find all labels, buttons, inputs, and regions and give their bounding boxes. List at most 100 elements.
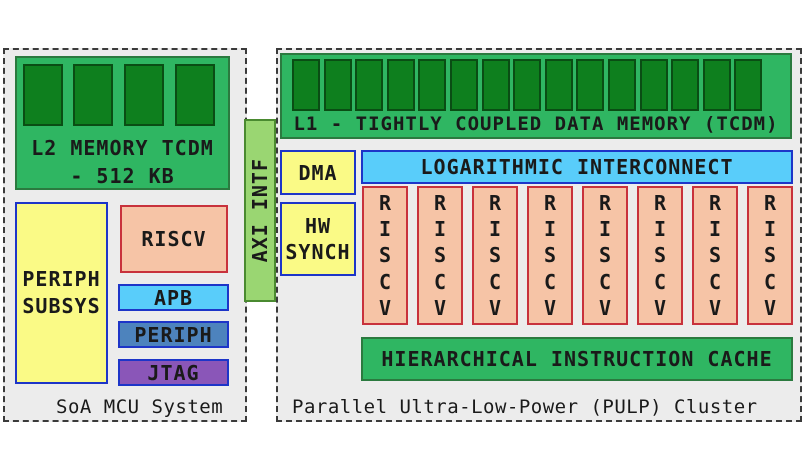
riscv-core-letter: I xyxy=(763,217,777,242)
l1-bank xyxy=(323,59,352,111)
periph-subsys-block: PERIPH SUBSYS xyxy=(15,202,108,384)
riscv-core-letter: S xyxy=(543,243,557,268)
l1-bank xyxy=(481,59,510,111)
l2-memory-label: L2 MEMORY TCDM - 512 KB xyxy=(17,134,228,190)
riscv-core-letter: V xyxy=(433,295,447,320)
l2-bank xyxy=(73,64,113,126)
periph-subsys-line1: PERIPH xyxy=(22,267,101,291)
l1-bank xyxy=(513,59,542,111)
riscv-core-letter: I xyxy=(653,217,667,242)
riscv-core-letter: R xyxy=(763,191,777,216)
riscv-core-letter: R xyxy=(543,191,557,216)
periph-subsys-line2: SUBSYS xyxy=(22,294,101,318)
mcu-caption: SoA MCU System xyxy=(56,396,223,418)
logarithmic-interconnect-block: LOGARITHMIC INTERCONNECT xyxy=(361,150,793,184)
l2-bank xyxy=(23,64,63,126)
mcu-riscv-label: RISCV xyxy=(141,227,207,251)
hw-synch-block: HW SYNCH xyxy=(280,202,356,276)
l1-memory-text: L1 - TIGHTLY COUPLED DATA MEMORY (TCDM) xyxy=(293,113,779,135)
riscv-core-letter: C xyxy=(708,269,722,294)
l1-bank xyxy=(576,59,605,111)
riscv-core-letter: I xyxy=(433,217,447,242)
riscv-core-letter: I xyxy=(708,217,722,242)
instruction-cache-label: HIERARCHICAL INSTRUCTION CACHE xyxy=(381,347,773,371)
riscv-core-letter: S xyxy=(653,243,667,268)
mcu-riscv-block: RISCV xyxy=(120,205,228,273)
riscv-core-letter: R xyxy=(488,191,502,216)
riscv-core-letter: S xyxy=(598,243,612,268)
hw-synch-line2: SYNCH xyxy=(285,240,351,264)
riscv-core-letter: C xyxy=(378,269,392,294)
l1-bank xyxy=(639,59,668,111)
l2-memory-line1: L2 MEMORY TCDM xyxy=(31,136,214,160)
riscv-core-letter: S xyxy=(378,243,392,268)
pulp-caption-text: Parallel Ultra-Low-Power (PULP) Cluster xyxy=(292,396,758,418)
apb-label: APB xyxy=(153,285,194,310)
l1-bank xyxy=(702,59,731,111)
instruction-cache-block: HIERARCHICAL INSTRUCTION CACHE xyxy=(361,337,793,381)
l1-bank xyxy=(418,59,447,111)
riscv-core-letter: R xyxy=(598,191,612,216)
l1-bank xyxy=(734,59,763,111)
riscv-core-letter: V xyxy=(488,295,502,320)
riscv-core-letter: C xyxy=(433,269,447,294)
l1-bank xyxy=(450,59,478,111)
riscv-core-letter: C xyxy=(598,269,612,294)
riscv-core-letter: V xyxy=(598,295,612,320)
riscv-core-letter: I xyxy=(378,217,392,242)
riscv-core-letter: I xyxy=(488,217,502,242)
riscv-core-letter: R xyxy=(653,191,667,216)
riscv-core-letter: C xyxy=(543,269,557,294)
riscv-core-letter: I xyxy=(543,217,557,242)
apb-block: APB xyxy=(118,284,229,311)
riscv-core-letter: V xyxy=(378,295,392,320)
riscv-core-letter: C xyxy=(763,269,777,294)
riscv-core-letter: I xyxy=(598,217,612,242)
riscv-core-letter: R xyxy=(433,191,447,216)
mcu-caption-text: SoA MCU System xyxy=(56,396,224,418)
riscv-core-letter: R xyxy=(378,191,392,216)
axi-intf-block: AXI INTF xyxy=(244,119,276,302)
riscv-core-letter: V xyxy=(763,295,777,320)
l1-memory-label: L1 - TIGHTLY COUPLED DATA MEMORY (TCDM) xyxy=(282,113,790,135)
hw-synch-line1: HW xyxy=(304,214,332,238)
l1-bank xyxy=(671,59,700,111)
pulp-caption: Parallel Ultra-Low-Power (PULP) Cluster xyxy=(292,396,758,418)
axi-intf-label: AXI INTF xyxy=(248,158,272,263)
l1-bank xyxy=(386,59,415,111)
l1-memory-block: L1 - TIGHTLY COUPLED DATA MEMORY (TCDM) xyxy=(280,53,792,139)
periph-label: PERIPH xyxy=(134,322,213,347)
riscv-core-letter: S xyxy=(708,243,722,268)
jtag-label: JTAG xyxy=(147,360,200,385)
riscv-core-letter: V xyxy=(543,295,557,320)
logarithmic-interconnect-label: LOGARITHMIC INTERCONNECT xyxy=(420,155,734,179)
riscv-core-letter: R xyxy=(708,191,722,216)
l1-bank xyxy=(292,59,320,111)
l2-bank xyxy=(124,64,164,126)
riscv-core-letter: V xyxy=(708,295,722,320)
riscv-core-letter: C xyxy=(653,269,667,294)
l1-bank xyxy=(608,59,636,111)
periph-block: PERIPH xyxy=(118,321,229,348)
riscv-core-letter: V xyxy=(653,295,667,320)
dma-label: DMA xyxy=(298,160,338,185)
dma-block: DMA xyxy=(280,150,356,195)
l2-memory-block: L2 MEMORY TCDM - 512 KB xyxy=(15,56,230,190)
riscv-core-letter: S xyxy=(488,243,502,268)
l1-bank xyxy=(544,59,573,111)
riscv-core-letter: C xyxy=(488,269,502,294)
riscv-core-letter: S xyxy=(763,243,777,268)
l2-bank xyxy=(175,64,215,126)
l1-bank xyxy=(355,59,384,111)
jtag-block: JTAG xyxy=(118,359,229,386)
riscv-core-letter: S xyxy=(433,243,447,268)
l2-memory-line2: - 512 KB xyxy=(70,164,175,188)
